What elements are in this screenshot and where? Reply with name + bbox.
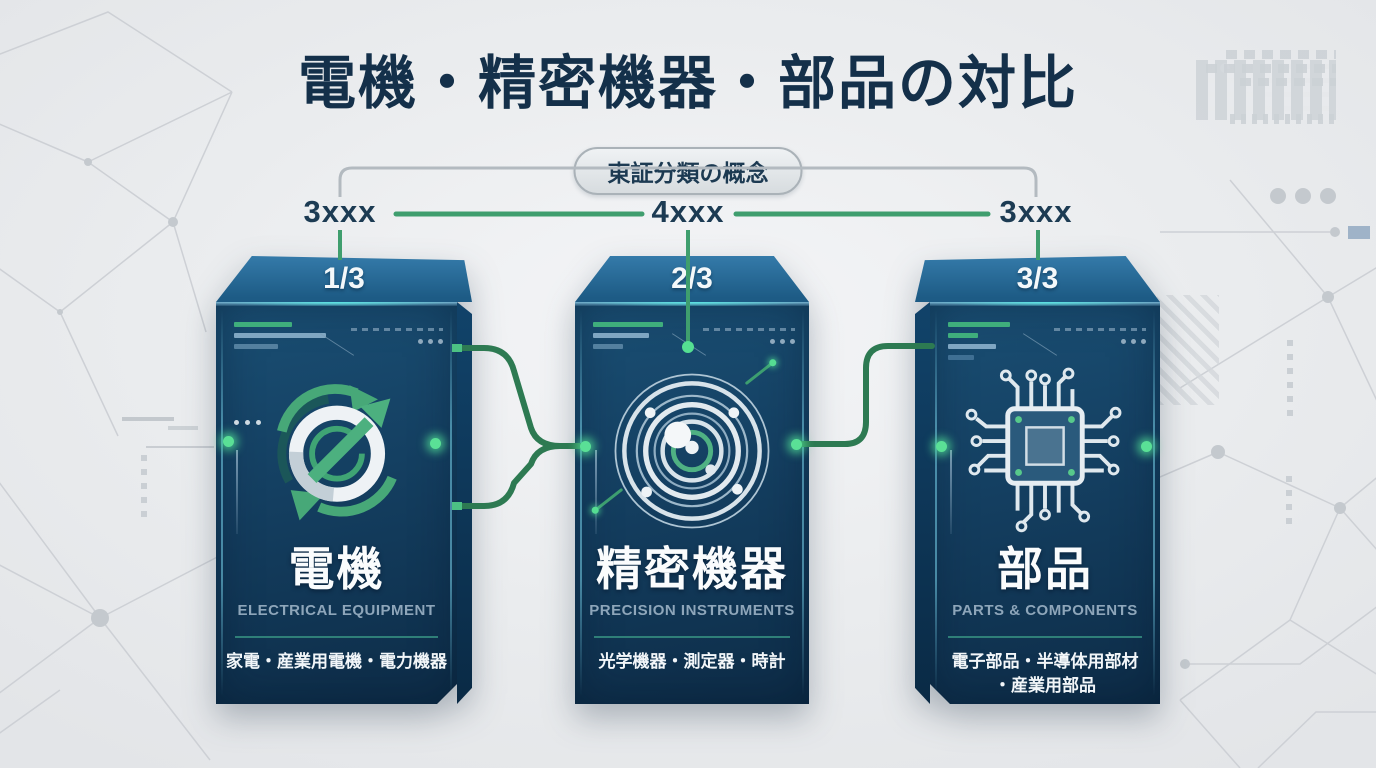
code-label-electrical: 3xxx [303, 194, 377, 229]
pixel-row [1240, 78, 1336, 86]
card-description: 電子部品・半導体用部材 ・産業用部品 [951, 652, 1139, 695]
card-side-face [915, 302, 930, 704]
card-body: 部品 PARTS & COMPONENTS 電子部品・半導体用部材 ・産業用部品 [930, 302, 1160, 704]
dot-column [1286, 472, 1292, 524]
card-title-english: ELECTRICAL EQUIPMENT [237, 602, 436, 619]
category-card-precision: 2/3 [575, 256, 809, 704]
divider [593, 636, 791, 638]
card-description: 家電・産業用電機・電力機器 [226, 652, 447, 671]
deco-bar [122, 417, 174, 421]
cpu-chip-circuit-icon [947, 348, 1143, 544]
diagonal-hatch-pattern [1157, 295, 1219, 405]
deco-data-bars [593, 322, 663, 355]
circular-arrows-cycle-icon [248, 360, 426, 542]
deco-vertical-line [236, 450, 238, 534]
pixel-row [1206, 64, 1336, 73]
card-title-japanese: 部品 [997, 543, 1093, 595]
deco-dot-row [234, 420, 261, 425]
card-top-face: 1/3 [216, 256, 472, 302]
step-label: 1/3 [323, 262, 365, 295]
edge-glow-left [935, 310, 937, 696]
dot-column [1287, 338, 1293, 416]
card-title-japanese: 電機 [288, 543, 385, 595]
card-side-face [457, 302, 472, 704]
edge-glow-dot [1141, 441, 1152, 452]
edge-glow-dot [430, 438, 441, 449]
card-title-japanese: 精密機器 [596, 543, 788, 595]
dot-column [141, 455, 147, 517]
deco-vertical-line [595, 450, 597, 534]
edge-glow-left [221, 310, 223, 696]
pixel-row [1226, 50, 1336, 59]
deco-micro-readout [1054, 328, 1146, 344]
edge-glow-dot [936, 441, 947, 452]
deco-bar [168, 426, 198, 430]
edge-glow-right [1153, 310, 1155, 696]
card-title-english: PRECISION INSTRUMENTS [589, 602, 795, 619]
code-label-precision: 4xxx [651, 194, 725, 229]
pixel-dash-row [1230, 114, 1336, 124]
deco-micro-readout [703, 328, 795, 344]
deco-data-bars [948, 322, 1010, 366]
deco-data-bars [234, 322, 326, 355]
classification-concept-pill: 東証分類の概念 [573, 147, 803, 195]
deco-micro-readout [351, 328, 443, 344]
category-card-parts: 3/3 [915, 256, 1160, 704]
divider [235, 636, 437, 638]
divider [948, 636, 1141, 638]
edge-glow-right [450, 310, 452, 696]
code-label-parts: 3xxx [999, 194, 1073, 229]
lens-optics-icon [603, 360, 781, 542]
edge-glow-dot [223, 436, 234, 447]
card-description: 光学機器・測定器・時計 [598, 652, 786, 671]
card-body: 精密機器 PRECISION INSTRUMENTS 光学機器・測定器・時計 [575, 302, 809, 704]
edge-glow-dot [580, 441, 591, 452]
edge-glow-left [580, 310, 582, 696]
card-top-face: 3/3 [915, 256, 1160, 302]
page-title: 電機・精密機器・部品の対比 [297, 51, 1078, 116]
card-body: 電機 ELECTRICAL EQUIPMENT 家電・産業用電機・電力機器 [216, 302, 457, 704]
edge-glow-right [802, 310, 804, 696]
card-top-face: 2/3 [575, 256, 809, 302]
step-label: 2/3 [671, 262, 713, 295]
step-label: 3/3 [1016, 262, 1059, 295]
deco-vertical-line [950, 450, 952, 534]
edge-glow-dot [791, 439, 802, 450]
category-card-electrical: 1/3 [216, 256, 472, 704]
deco-bar [146, 446, 214, 448]
card-title-english: PARTS & COMPONENTS [952, 602, 1138, 619]
